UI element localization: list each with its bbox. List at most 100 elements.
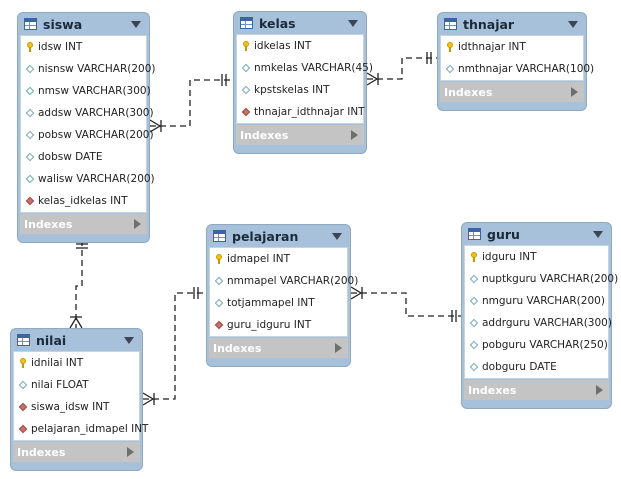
table-nilai[interactable]: nilai idnilai INT nilai FLOAT siswa_idsw I… [10,328,148,471]
column-icon [214,298,224,308]
column-row[interactable]: idmapel INT [210,248,347,270]
column-row[interactable]: nuptkguru VARCHAR(200) [465,268,618,290]
table-pelajaran[interactable]: pelajaran idmapel INT nmmapel VARCHAR(200… [206,224,358,367]
collapse-arrow-icon[interactable] [332,232,342,240]
column-row[interactable]: totjammapel INT [210,292,347,314]
column-row[interactable]: nisnsw VARCHAR(200) [21,58,156,80]
column-row[interactable]: thnajar_idthnajar INT [237,101,365,123]
expand-arrow-icon[interactable] [351,130,358,140]
foreign-key-icon [18,402,28,412]
column-label: nilai FLOAT [31,379,89,391]
indexes-section[interactable]: Indexes [209,338,348,358]
table-kelas[interactable]: kelas idkelas INT nmkelas VARCHAR(45)kpst… [233,11,373,154]
column-row[interactable]: idthnajar INT [441,36,583,58]
column-row[interactable]: pobguru VARCHAR(250) [465,334,608,356]
indexes-section[interactable]: Indexes [20,214,147,234]
collapse-arrow-icon[interactable] [593,230,603,238]
table-icon [468,228,481,240]
column-row[interactable]: nilai FLOAT [14,374,139,396]
column-row[interactable]: idsw INT [21,36,146,58]
column-row[interactable]: pobsw VARCHAR(200) [21,124,154,146]
expand-arrow-icon[interactable] [134,219,141,229]
foreign-key-icon [241,107,251,117]
column-row[interactable]: pelajaran_idmapel INT [14,418,148,440]
table-header[interactable]: guru [464,223,609,245]
column-list: idsw INT nisnsw VARCHAR(200) nmsw VARCHAR(… [20,35,156,213]
collapse-arrow-icon[interactable] [131,20,141,28]
column-row[interactable]: kelas_idkelas INT [21,190,146,212]
table-title: nilai [36,332,67,348]
column-row[interactable]: guru_idguru INT [210,314,347,336]
table-title: thnajar [463,16,515,32]
column-label: idkelas INT [254,40,312,52]
table-siswa[interactable]: siswa idsw INT nisnsw VARCHAR(200) nmsw VA… [17,12,156,243]
column-row[interactable]: addsw VARCHAR(300) [21,102,154,124]
column-row[interactable]: nmsw VARCHAR(300) [21,80,151,102]
table-thnajar[interactable]: thnajar idthnajar INT nmthnajar VARCHAR(1… [437,12,594,111]
column-row[interactable]: idnilai INT [14,352,139,374]
table-header[interactable]: nilai [13,329,140,351]
column-row[interactable]: nmkelas VARCHAR(45) [237,57,373,79]
column-icon [469,318,479,328]
column-row[interactable]: addrguru VARCHAR(300) [465,312,612,334]
column-label: idthnajar INT [458,41,526,53]
table-header[interactable]: kelas [236,12,364,34]
column-label: nmthnajar VARCHAR(100) [458,63,595,75]
indexes-section[interactable]: Indexes [464,380,609,400]
column-list: idnilai INT nilai FLOAT siswa_idsw INT pela… [13,351,148,441]
collapse-arrow-icon[interactable] [124,336,134,344]
column-row[interactable]: nmmapel VARCHAR(200) [210,270,358,292]
column-icon [469,274,479,284]
column-label: nisnsw VARCHAR(200) [38,63,156,75]
column-label: idnilai INT [31,357,84,369]
column-label: totjammapel INT [227,297,315,309]
column-label: pobsw VARCHAR(200) [38,129,154,141]
table-icon [17,334,30,346]
column-row[interactable]: walisw VARCHAR(200) [21,168,155,190]
column-icon [18,380,28,390]
indexes-section[interactable]: Indexes [440,82,584,102]
table-icon [240,17,253,29]
collapse-arrow-icon[interactable] [348,19,358,27]
column-label: kelas_idkelas INT [38,195,128,207]
indexes-label: Indexes [240,128,289,142]
expand-arrow-icon[interactable] [596,385,603,395]
column-row[interactable]: kpstskelas INT [237,79,363,101]
foreign-key-icon [25,196,35,206]
column-row[interactable]: nmguru VARCHAR(200) [465,290,608,312]
column-row[interactable]: nmthnajar VARCHAR(100) [441,58,594,80]
column-row[interactable]: idkelas INT [237,35,363,57]
column-icon [241,63,251,73]
column-row[interactable]: siswa_idsw INT [14,396,139,418]
column-list: idkelas INT nmkelas VARCHAR(45)kpstskelas… [236,34,373,124]
column-label: nmguru VARCHAR(200) [482,295,605,307]
column-row[interactable]: dobguru DATE [465,356,608,378]
column-row[interactable]: idguru INT [465,246,608,268]
column-icon [469,340,479,350]
table-icon [444,18,457,30]
expand-arrow-icon[interactable] [335,343,342,353]
table-header[interactable]: siswa [20,13,147,35]
table-header[interactable]: thnajar [440,13,584,35]
column-label: walisw VARCHAR(200) [38,173,155,185]
column-label: nmmapel VARCHAR(200) [227,275,359,287]
indexes-section[interactable]: Indexes [13,442,140,462]
indexes-section[interactable]: Indexes [236,125,364,145]
table-header[interactable]: pelajaran [209,225,348,247]
column-label: siswa_idsw INT [31,401,110,413]
collapse-arrow-icon[interactable] [568,20,578,28]
expand-arrow-icon[interactable] [127,447,134,457]
primary-key-icon [18,358,28,368]
indexes-label: Indexes [468,383,517,397]
indexes-label: Indexes [24,217,73,231]
table-title: guru [487,226,520,242]
column-label: dobsw DATE [38,151,103,163]
column-icon [25,174,35,184]
expand-arrow-icon[interactable] [571,87,578,97]
column-label: pobguru VARCHAR(250) [482,339,608,351]
column-icon [469,362,479,372]
relationship-pelajaran-guru [351,292,461,317]
column-label: addrguru VARCHAR(300) [482,317,612,329]
column-row[interactable]: dobsw DATE [21,146,146,168]
